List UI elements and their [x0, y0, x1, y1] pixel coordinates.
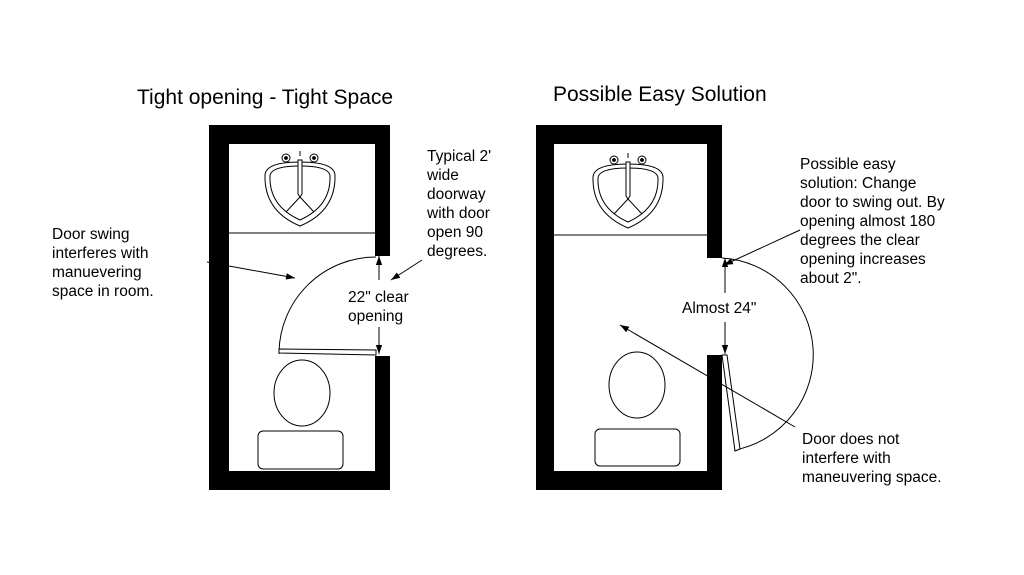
- right-toilet: [594, 351, 681, 467]
- left-wall: [209, 125, 390, 490]
- note-line: degrees.: [427, 243, 488, 260]
- note-line: opening: [348, 308, 404, 325]
- note-line: degrees the clear: [800, 232, 920, 249]
- note-line: Almost 24": [682, 300, 757, 317]
- title-tight-opening: Tight opening - Tight Space: [137, 86, 394, 109]
- left-toilet: [257, 359, 344, 470]
- note-line: interferes with: [52, 245, 149, 262]
- note-clear-opening: 22" clear opening: [348, 288, 409, 326]
- right-door: [721, 257, 814, 452]
- note-almost-24: Almost 24": [682, 299, 756, 318]
- left-bathroom-plan: [206, 125, 423, 490]
- note-line: with door: [427, 205, 490, 222]
- note-line: about 2".: [800, 270, 862, 287]
- note-line: maneuvering space.: [802, 469, 942, 486]
- right-leader-arrows: [619, 229, 801, 428]
- note-line: open 90: [427, 224, 484, 241]
- note-door-swing: Door swing interferes with manuevering s…: [52, 225, 154, 301]
- note-line: solution: Change: [800, 175, 917, 192]
- note-line: Door does not: [802, 431, 900, 448]
- note-line: door to swing out. By: [800, 194, 945, 211]
- right-bathroom-plan: [536, 125, 814, 490]
- note-line: wide: [427, 167, 459, 184]
- right-wall: [536, 125, 722, 490]
- note-line: Door swing: [52, 226, 130, 243]
- left-sink: [264, 151, 336, 227]
- note-door-not-interfere: Door does not interfere with maneuvering…: [802, 430, 942, 487]
- left-door: [278, 256, 377, 356]
- title-easy-solution: Possible Easy Solution: [553, 83, 767, 106]
- note-line: 22" clear: [348, 289, 409, 306]
- note-line: manuevering: [52, 264, 142, 281]
- note-line: space in room.: [52, 283, 154, 300]
- note-line: Possible easy: [800, 156, 896, 173]
- note-line: opening almost 180: [800, 213, 936, 230]
- note-easy-solution: Possible easy solution: Change door to s…: [800, 155, 945, 288]
- note-line: Typical 2': [427, 148, 492, 165]
- note-line: opening increases: [800, 251, 926, 268]
- left-leader-arrows: [206, 259, 423, 281]
- right-sink: [592, 153, 664, 229]
- note-typical-doorway: Typical 2' wide doorway with door open 9…: [427, 147, 491, 261]
- note-line: interfere with: [802, 450, 891, 467]
- note-line: doorway: [427, 186, 486, 203]
